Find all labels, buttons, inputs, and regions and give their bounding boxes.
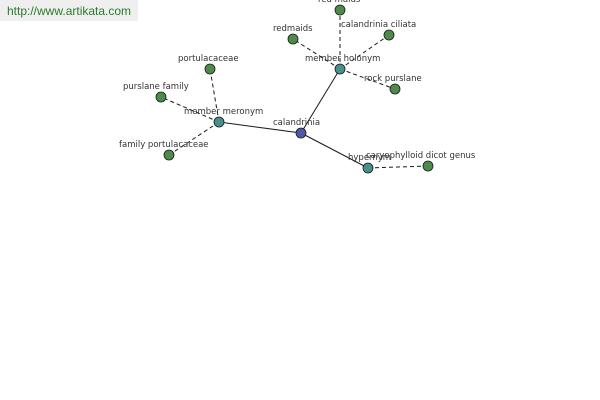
url-banner: http://www.artikata.com (0, 0, 138, 21)
center-node-calandrinia[interactable] (295, 127, 307, 139)
term-node-red-maids[interactable] (334, 4, 346, 16)
edge-hypernym (300, 132, 369, 169)
edge-rock-purslane (339, 68, 396, 90)
relation-node-member-meronym[interactable] (213, 116, 225, 128)
term-label-portulacaceae[interactable]: portulacaceae (178, 54, 239, 64)
graph-nodes (155, 4, 434, 174)
edge-purslane-family (160, 96, 220, 123)
term-node-purslane-family[interactable] (155, 91, 167, 103)
center-label[interactable]: calandrinia (273, 118, 320, 128)
term-label-rock-purslane[interactable]: rock purslane (364, 74, 422, 84)
relation-label-member-holonym[interactable]: member holonym (305, 54, 380, 64)
graph-labels: calandrinia member holonym member meronym h… (119, 0, 476, 163)
term-node-rock-purslane[interactable] (389, 83, 401, 95)
relation-node-hypernym[interactable] (362, 162, 374, 174)
edge-calandrinia-ciliata (339, 34, 390, 70)
edge-portulacaceae (209, 68, 220, 123)
term-label-family-portulacaceae[interactable]: family portulacaceae (119, 140, 209, 150)
edge-member-holonym (300, 68, 341, 134)
relation-label-hypernym[interactable]: hypernym (348, 153, 391, 163)
term-label-purslane-family[interactable]: purslane family (123, 82, 189, 92)
term-label-calandrinia-ciliata[interactable]: calandrinia ciliata (341, 20, 416, 30)
term-node-calandrinia-ciliata[interactable] (383, 29, 395, 41)
term-node-redmaids[interactable] (287, 33, 299, 45)
edge-family-portulacaceae (168, 121, 220, 156)
site-url-link[interactable]: http://www.artikata.com (7, 4, 132, 18)
relation-node-member-holonym[interactable] (334, 63, 346, 75)
edge-caryophylloid-dicot-genus (367, 165, 429, 169)
term-node-portulacaceae[interactable] (204, 63, 216, 75)
term-node-caryophylloid-dicot-genus[interactable] (422, 160, 434, 172)
term-label-red-maids[interactable]: red maids (318, 0, 361, 5)
graph-edges (160, 10, 429, 169)
term-label-caryophylloid-dicot-genus[interactable]: caryophylloid dicot genus (366, 151, 476, 161)
edge-member-meronym (218, 121, 302, 134)
edge-redmaids (292, 38, 341, 70)
term-node-family-portulacaceae[interactable] (163, 149, 175, 161)
relation-label-member-meronym[interactable]: member meronym (184, 107, 263, 117)
term-label-redmaids[interactable]: redmaids (273, 24, 313, 34)
